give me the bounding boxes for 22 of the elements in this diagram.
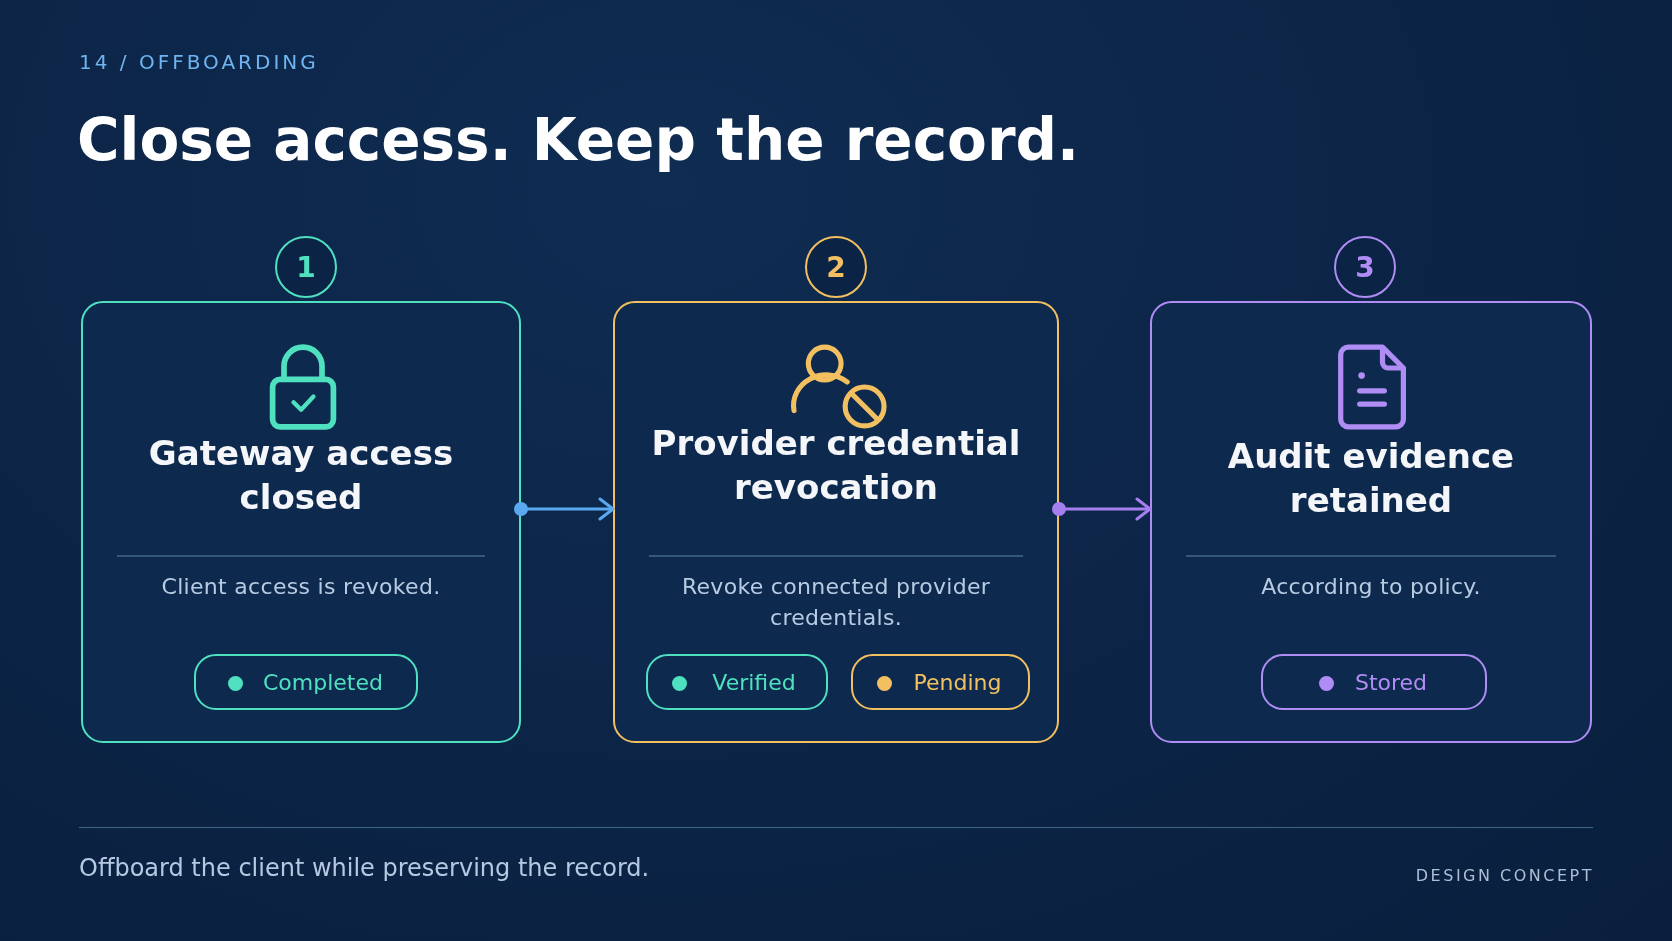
caption: Offboard the client while preserving the record. bbox=[79, 854, 650, 882]
arrow bbox=[514, 497, 615, 521]
footer-note: DESIGN CONCEPT bbox=[1415, 866, 1594, 885]
step-number: 3 bbox=[1334, 236, 1396, 298]
arrow bbox=[1052, 497, 1152, 521]
step-card bbox=[613, 301, 1059, 743]
slide-title: Close access. Keep the record. bbox=[77, 106, 1080, 174]
step-card bbox=[1150, 301, 1592, 743]
step-heading: Audit evidence retained bbox=[1226, 435, 1516, 522]
status-pill: Verified bbox=[646, 654, 828, 710]
step-description: Client access is revoked. bbox=[160, 573, 442, 601]
section-label: 14 / OFFBOARDING bbox=[79, 50, 319, 74]
step-description: Revoke connected provider credentials. bbox=[680, 573, 992, 632]
status-pill: Completed bbox=[194, 654, 418, 710]
step-number: 2 bbox=[805, 236, 867, 298]
step-heading: Provider credential revocation bbox=[650, 422, 1022, 509]
step-card bbox=[81, 301, 521, 743]
step-heading: Gateway access closed bbox=[147, 432, 455, 519]
step-number: 1 bbox=[275, 236, 337, 298]
step-description: According to policy. bbox=[1260, 573, 1482, 601]
status-pill: Stored bbox=[1261, 654, 1487, 710]
status-pill: Pending bbox=[851, 654, 1030, 710]
